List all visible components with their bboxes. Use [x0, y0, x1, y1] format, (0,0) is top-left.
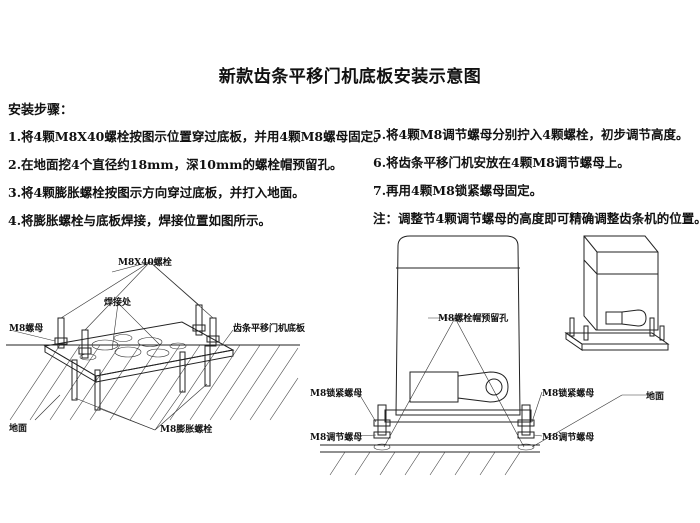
label-ground-left: 地面 [9, 424, 28, 434]
install-note: 注：调整节4颗调节螺母的高度即可精确调整齿条机的位置。 [373, 211, 700, 226]
steps-heading: 安装步骤： [8, 103, 74, 118]
base-plate [43, 321, 235, 383]
step-4: 4.将膨胀螺栓与底板焊接，焊接位置如图所示。 [8, 213, 272, 228]
label-bolt-m8x40: M8X40螺栓 [118, 258, 172, 268]
step-2: 2.在地面挖4个直径约18mm，深10mm的螺栓帽预留孔。 [8, 157, 343, 172]
label-bolt-cap-hole: M8螺栓帽预留孔 [438, 314, 509, 324]
step-3: 3.将4颗膨胀螺栓按图示方向穿过底板，并打入地面。 [8, 185, 305, 200]
label-lock-nut-right: M8锁紧螺母 [542, 389, 595, 399]
label-adjust-nut-right: M8调节螺母 [542, 433, 595, 443]
label-base-plate: 齿条平移门机底板 [233, 324, 306, 334]
label-adjust-nut-left: M8调节螺母 [310, 433, 363, 443]
motor-front-view [320, 235, 540, 476]
label-m8-nut: M8螺母 [9, 324, 44, 334]
leaders-left [9, 261, 234, 431]
label-lock-nut-left: M8锁紧螺母 [310, 389, 363, 399]
step-1: 1.将4颗M8X40螺栓按图示位置穿过底板，并用4颗M8螺母固定。 [8, 129, 386, 144]
label-ground-right: 地面 [646, 392, 665, 402]
step-5: 5.将4颗M8调节螺母分别拧入4颗螺栓，初步调节高度。 [373, 127, 689, 142]
label-expansion-bolt: M8膨胀螺栓 [160, 425, 213, 435]
label-weld-point: 焊接处 [104, 298, 132, 308]
leaders-right [357, 317, 650, 448]
motor-3d-view [564, 235, 670, 351]
ground-hatch-left [6, 344, 300, 421]
step-7: 7.再用4颗M8锁紧螺母固定。 [373, 183, 543, 198]
step-6: 6.将齿条平移门机安放在4颗M8调节螺母上。 [373, 155, 630, 170]
diagram-title: 新款齿条平移门机底板安装示意图 [218, 67, 482, 87]
